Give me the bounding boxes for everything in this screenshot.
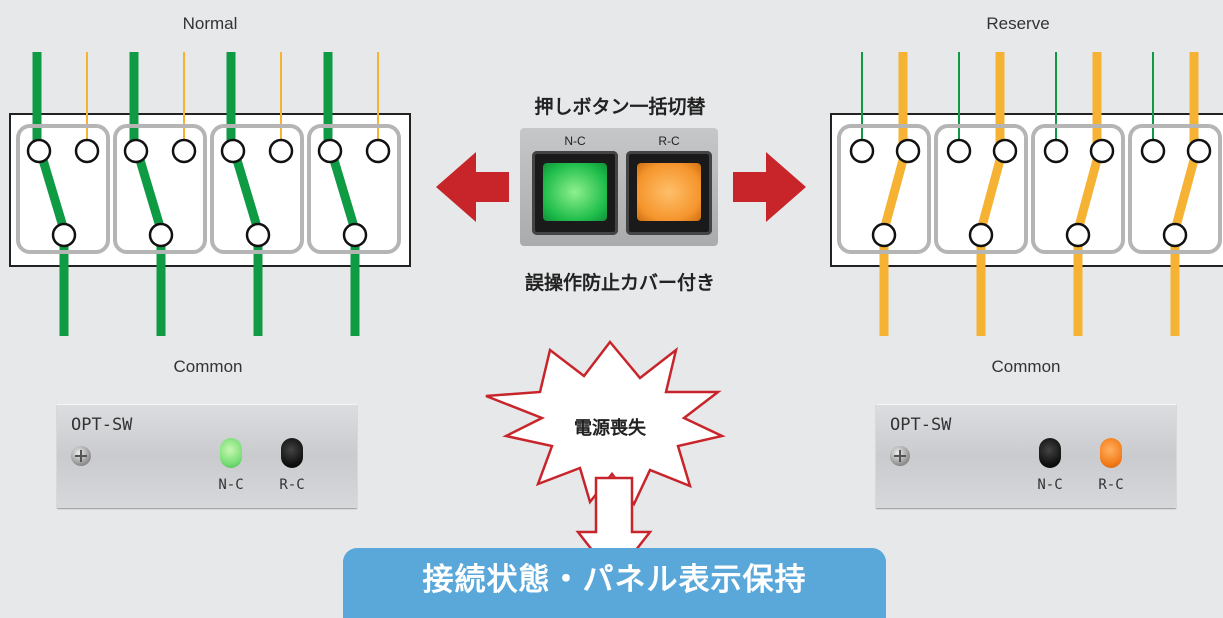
left-opt-sw-panel: OPT-SW N-C R-C (57, 404, 357, 508)
right-panel-title: OPT-SW (890, 415, 952, 435)
reserve-label: Reserve (986, 14, 1050, 33)
right-opt-sw-panel: OPT-SW N-C R-C (876, 404, 1176, 508)
burst-icon (485, 339, 726, 507)
right-nc-label: N-C (1037, 477, 1063, 493)
screw-icon (71, 446, 91, 466)
button-nc-tag: N-C (564, 134, 586, 148)
center-subtitle: 誤操作防止カバー付き (524, 272, 715, 294)
nc-push-button[interactable] (532, 151, 618, 235)
status-banner: 接続状態・パネル表示保持 (343, 548, 886, 618)
normal-label: Normal (182, 14, 238, 33)
burst-text: 電源喪失 (574, 418, 646, 439)
common-left-label: Common (173, 357, 243, 376)
center-title: 押しボタン一括切替 (534, 96, 706, 118)
left-rc-label: R-C (279, 477, 305, 493)
reserve-switch-block (830, 52, 1223, 336)
left-arrow-icon (436, 152, 509, 222)
left-nc-label: N-C (218, 477, 244, 493)
button-rc-tag: R-C (658, 134, 680, 148)
normal-switch-block (9, 52, 411, 336)
push-button-panel: N-C R-C (520, 128, 718, 246)
common-right-label: Common (991, 357, 1061, 376)
right-rc-label: R-C (1098, 477, 1124, 493)
left-nc-led (220, 438, 242, 468)
right-arrow-icon (733, 152, 806, 222)
screw-icon (890, 446, 910, 466)
left-rc-led (281, 438, 303, 468)
right-rc-led (1100, 438, 1122, 468)
left-panel-title: OPT-SW (71, 415, 133, 435)
rc-push-button[interactable] (626, 151, 712, 235)
right-nc-led (1039, 438, 1061, 468)
